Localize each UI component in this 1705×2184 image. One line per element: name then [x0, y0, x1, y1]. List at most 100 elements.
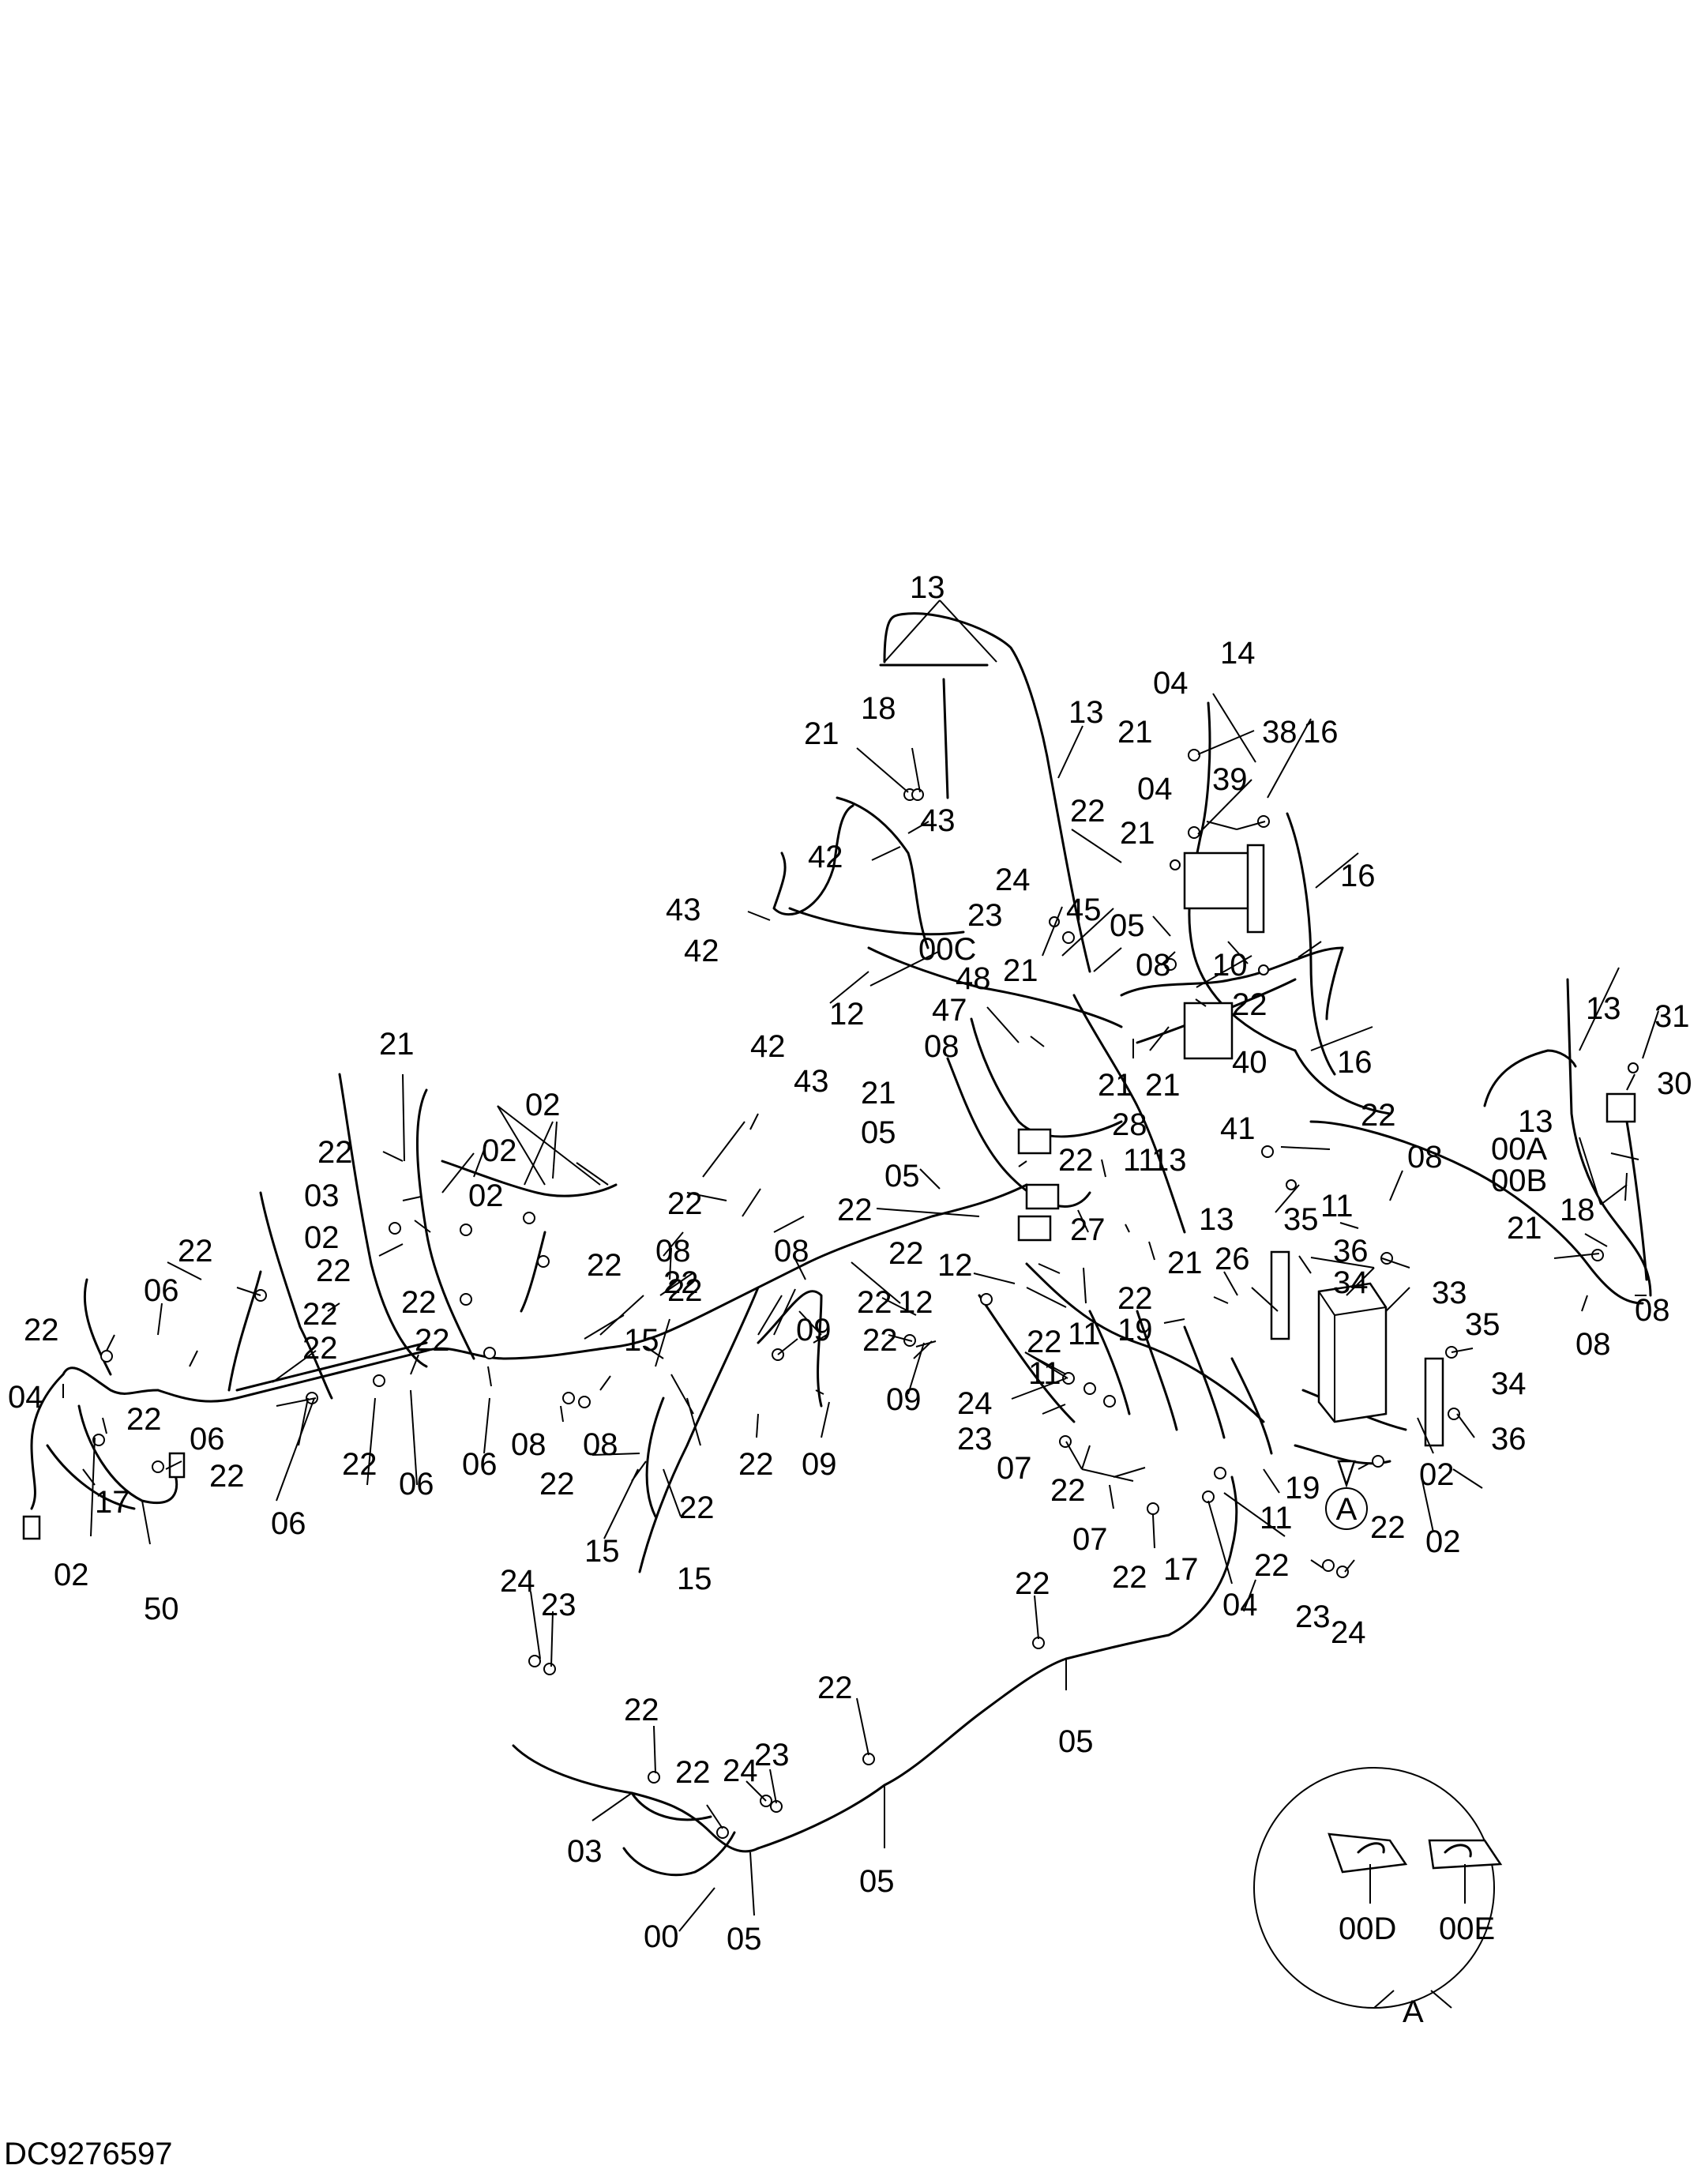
- callout-06: 06: [462, 1447, 498, 1482]
- callout-22: 22: [667, 1186, 703, 1221]
- callout-22: 22: [1112, 1560, 1147, 1595]
- callout-34: 34: [1491, 1366, 1527, 1401]
- callout-06: 06: [271, 1506, 306, 1541]
- callout-04: 04: [8, 1380, 43, 1415]
- callout-24: 24: [995, 863, 1031, 897]
- callout-00E: 00E: [1439, 1911, 1495, 1946]
- callout-13: 13: [1199, 1202, 1234, 1237]
- callout-28: 28: [1112, 1107, 1147, 1142]
- callout-22: 22: [316, 1254, 351, 1288]
- drawing-id: DC9276597: [4, 2137, 173, 2171]
- callout-02: 02: [468, 1178, 504, 1213]
- callout-00C: 00C: [918, 932, 976, 967]
- callout-22: 22: [679, 1490, 715, 1525]
- callout-22: 22: [1050, 1473, 1086, 1508]
- callout-48: 48: [956, 961, 991, 996]
- detail-a-view: [1253, 1767, 1503, 2009]
- callout-23: 23: [541, 1588, 576, 1622]
- callout-11: 11: [1068, 1317, 1101, 1351]
- callout-34: 34: [1333, 1265, 1369, 1300]
- callout-13: 13: [1586, 991, 1621, 1026]
- callout-24: 24: [723, 1754, 758, 1788]
- callout-43: 43: [920, 803, 956, 838]
- callout-45: 45: [1066, 893, 1102, 927]
- callout-24: 24: [500, 1564, 535, 1599]
- callout-17: 17: [95, 1485, 130, 1520]
- callout-12: 12: [937, 1248, 973, 1283]
- callout-22: 22: [624, 1693, 659, 1727]
- callout-22: 22: [888, 1236, 924, 1271]
- callout-42: 42: [750, 1029, 786, 1064]
- callout-23: 23: [754, 1738, 790, 1772]
- callout-22: 22: [1058, 1143, 1094, 1178]
- callout-22: 22: [302, 1297, 338, 1332]
- callout-22: 22: [401, 1285, 437, 1320]
- callout-11: 11: [1028, 1356, 1061, 1391]
- callout-22: 22: [738, 1447, 774, 1482]
- callout-22: 22: [587, 1248, 622, 1283]
- callout-11: 11: [1123, 1143, 1156, 1178]
- components: [22, 749, 1639, 1839]
- fuse-box: [1183, 1002, 1234, 1060]
- callout-23: 23: [957, 1422, 993, 1457]
- callout-00B: 00B: [1491, 1163, 1547, 1198]
- callout-05: 05: [1058, 1724, 1094, 1759]
- callout-08: 08: [924, 1029, 960, 1064]
- callout-19: 19: [1117, 1313, 1153, 1348]
- callout-08: 08: [1407, 1140, 1443, 1175]
- callout-30: 30: [1657, 1066, 1692, 1101]
- callout-21: 21: [1167, 1246, 1203, 1280]
- connector-a: [1017, 1128, 1052, 1155]
- callout-42: 42: [684, 934, 719, 968]
- detail-marker-label: A: [1336, 1492, 1358, 1527]
- callout-35: 35: [1465, 1307, 1500, 1342]
- callout-23: 23: [967, 898, 1003, 933]
- callout-05: 05: [1110, 908, 1145, 943]
- callout-15: 15: [624, 1323, 659, 1358]
- callout-00D: 00D: [1339, 1911, 1396, 1946]
- callout-18: 18: [1560, 1193, 1595, 1227]
- callout-13: 13: [910, 570, 945, 605]
- bracket-left: [1270, 1250, 1290, 1340]
- callout-16: 16: [1337, 1045, 1373, 1080]
- callout-40: 40: [1232, 1045, 1267, 1080]
- callout-21: 21: [1117, 715, 1153, 750]
- callout-24: 24: [1331, 1615, 1366, 1650]
- callout-35: 35: [1283, 1202, 1319, 1237]
- callout-21: 21: [861, 1076, 896, 1111]
- switch-module: [1605, 1092, 1636, 1123]
- callout-22: 22: [1027, 1325, 1062, 1359]
- callout-22: 22: [663, 1265, 699, 1300]
- callout-labels: 13 13 18 21 43 42 43 42 00C 42 43 04 14 …: [8, 570, 1692, 2029]
- left-connector-2: [168, 1452, 186, 1479]
- relay-block: [1183, 851, 1257, 910]
- callout-39: 39: [1212, 762, 1248, 797]
- callout-21: 21: [1120, 816, 1155, 851]
- callout-21: 21: [1098, 1068, 1133, 1103]
- callout-22: 22: [178, 1234, 213, 1269]
- callout-03: 03: [304, 1178, 340, 1213]
- connector-b: [1025, 1183, 1060, 1210]
- callout-21: 21: [804, 716, 839, 751]
- callout-50: 50: [144, 1592, 179, 1626]
- callout-22: 22: [1370, 1510, 1406, 1545]
- callout-22: 22: [857, 1285, 892, 1320]
- detail-marker: A: [1325, 1460, 1368, 1530]
- callout-15: 15: [584, 1534, 620, 1569]
- callout-43: 43: [666, 893, 701, 927]
- callout-04: 04: [1222, 1588, 1258, 1622]
- leader-lines: [62, 600, 1659, 1932]
- callout-04: 04: [1153, 666, 1189, 701]
- callout-07: 07: [1072, 1522, 1108, 1557]
- callout-21: 21: [1507, 1211, 1542, 1246]
- callout-08: 08: [774, 1234, 809, 1269]
- callout-43: 43: [794, 1064, 829, 1099]
- callout-16: 16: [1340, 859, 1376, 893]
- callout-05: 05: [727, 1922, 762, 1957]
- callout-14: 14: [1220, 636, 1256, 671]
- callout-22: 22: [1015, 1566, 1050, 1601]
- callout-02: 02: [525, 1088, 561, 1122]
- callout-41: 41: [1220, 1111, 1256, 1146]
- callout-22: 22: [209, 1459, 245, 1494]
